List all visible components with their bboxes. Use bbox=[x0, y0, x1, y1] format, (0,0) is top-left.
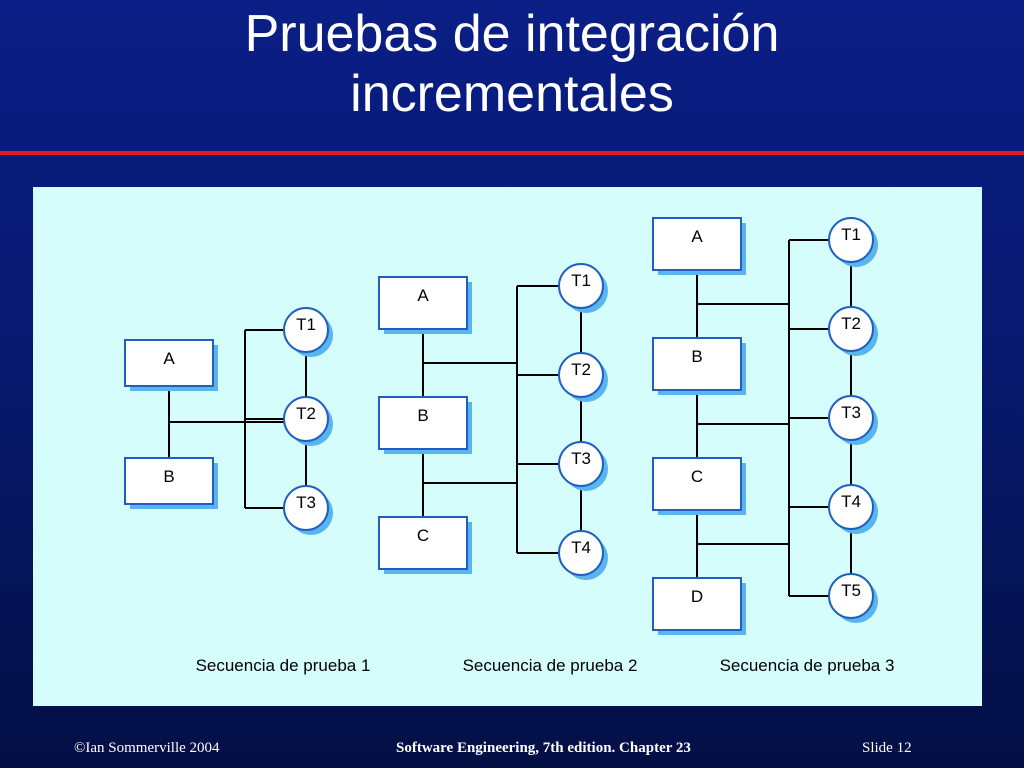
component-box-frame bbox=[378, 516, 468, 570]
component-box-frame bbox=[378, 396, 468, 450]
component-box: A bbox=[378, 276, 472, 334]
connector-lines bbox=[168, 239, 852, 604]
component-box: A bbox=[124, 339, 218, 391]
component-box-frame bbox=[378, 276, 468, 330]
component-box-frame bbox=[124, 457, 214, 505]
test-label: T4 bbox=[571, 538, 591, 557]
component-box: B bbox=[124, 457, 218, 509]
component-label: B bbox=[417, 406, 428, 425]
title-line-2: incrementales bbox=[350, 65, 674, 123]
sequence-caption: Secuencia de prueba 3 bbox=[720, 656, 895, 675]
component-label: D bbox=[691, 587, 703, 606]
title-divider bbox=[0, 151, 1024, 155]
component-label: A bbox=[163, 349, 175, 368]
component-label: B bbox=[691, 347, 702, 366]
component-label: A bbox=[691, 227, 703, 246]
component-box-frame bbox=[652, 457, 742, 511]
sequence-caption: Secuencia de prueba 1 bbox=[196, 656, 371, 675]
sequence-captions: Secuencia de prueba 1 Secuencia de prueba… bbox=[196, 656, 895, 675]
test-node-circle bbox=[828, 395, 874, 441]
diagram-panel bbox=[33, 187, 982, 706]
test-label: T2 bbox=[296, 404, 316, 423]
test-node: T3 bbox=[283, 485, 333, 535]
test-node-circle bbox=[558, 263, 604, 309]
component-box-frame bbox=[652, 577, 742, 631]
test-label: T1 bbox=[296, 315, 316, 334]
component-label: A bbox=[417, 286, 429, 305]
test-node-circle bbox=[558, 530, 604, 576]
test-label: T5 bbox=[841, 581, 861, 600]
component-box: D bbox=[652, 577, 746, 635]
test-label: T3 bbox=[841, 403, 861, 422]
test-node: T3 bbox=[828, 395, 878, 445]
test-node: T4 bbox=[828, 484, 878, 534]
component-box: A bbox=[652, 217, 746, 275]
test-label: T2 bbox=[571, 360, 591, 379]
component-box: B bbox=[378, 396, 472, 454]
component-box: B bbox=[652, 337, 746, 395]
component-box: C bbox=[652, 457, 746, 515]
test-node: T2 bbox=[558, 352, 608, 402]
test-node-circle bbox=[283, 307, 329, 353]
test-node-circle bbox=[828, 484, 874, 530]
test-node: T5 bbox=[828, 573, 878, 623]
test-node-circle bbox=[558, 352, 604, 398]
test-node: T2 bbox=[283, 396, 333, 446]
test-node: T3 bbox=[558, 441, 608, 491]
footer-slide-number: Slide 12 bbox=[862, 740, 912, 756]
test-label: T3 bbox=[296, 493, 316, 512]
test-node-circle bbox=[828, 306, 874, 352]
test-label: T3 bbox=[571, 449, 591, 468]
test-node-circle bbox=[828, 217, 874, 263]
footer-copyright: ©Ian Sommerville 2004 bbox=[74, 740, 220, 756]
component-box: C bbox=[378, 516, 472, 574]
component-label: C bbox=[691, 467, 703, 486]
test-node: T2 bbox=[828, 306, 878, 356]
test-node-circle bbox=[283, 396, 329, 442]
test-label: T2 bbox=[841, 314, 861, 333]
test-label: T1 bbox=[571, 271, 591, 290]
test-node: T1 bbox=[283, 307, 333, 357]
test-node-circle bbox=[828, 573, 874, 619]
test-node-circle bbox=[283, 485, 329, 531]
component-label: B bbox=[163, 467, 174, 486]
footer-book: Software Engineering, 7th edition. Chapt… bbox=[396, 740, 691, 756]
slide-title: Pruebas de integración incrementales bbox=[0, 4, 1024, 124]
component-box-frame bbox=[652, 217, 742, 271]
test-node-circle bbox=[558, 441, 604, 487]
test-node: T1 bbox=[558, 263, 608, 313]
test-label: T4 bbox=[841, 492, 861, 511]
component-label: C bbox=[417, 526, 429, 545]
sequence-caption: Secuencia de prueba 2 bbox=[463, 656, 638, 675]
test-label: T1 bbox=[841, 225, 861, 244]
component-box-frame bbox=[652, 337, 742, 391]
test-node: T1 bbox=[828, 217, 878, 267]
component-box-frame bbox=[124, 339, 214, 387]
title-line-1: Pruebas de integración bbox=[244, 5, 780, 63]
test-node: T4 bbox=[558, 530, 608, 580]
